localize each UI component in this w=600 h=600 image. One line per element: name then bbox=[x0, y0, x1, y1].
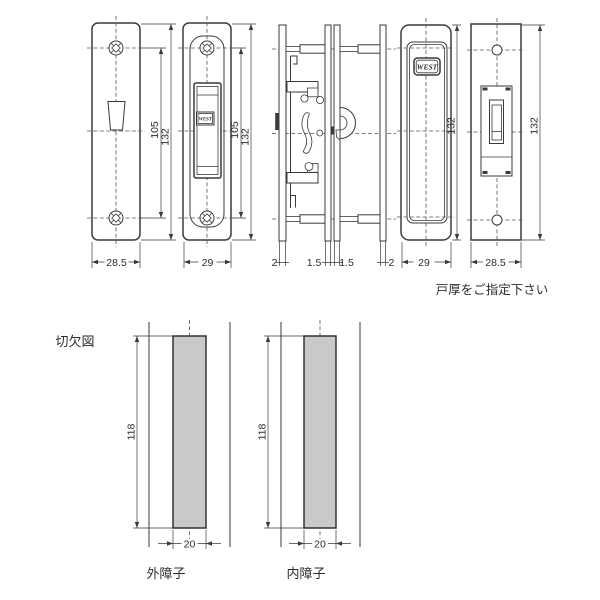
extension-lines bbox=[279, 241, 386, 266]
dim-inner-cutout-height: 118 bbox=[256, 423, 268, 440]
width-dim-lines bbox=[158, 530, 221, 549]
cutout-inner-sash: 118 20 内障子 bbox=[256, 320, 361, 581]
door-thickness-note: 戸厚をご指定下さい bbox=[436, 282, 549, 297]
sash-edge-lines bbox=[280, 322, 361, 547]
cutout-outer-sash: 118 20 外障子 bbox=[125, 320, 231, 581]
outer-plate-view: 105 132 28.5 bbox=[87, 16, 176, 269]
dim-outer-plate-screw-pitch: 105 bbox=[149, 121, 161, 139]
width-dim-lines bbox=[401, 242, 452, 268]
left-door-plate bbox=[278, 24, 287, 242]
cross-section-view: 2 1.5 1.5 2 bbox=[272, 24, 396, 269]
recess-outline bbox=[189, 35, 225, 228]
dim-receiver-plate-height: 132 bbox=[528, 117, 540, 135]
receiver-plate-view: 132 28.5 bbox=[467, 18, 545, 269]
dim-latch-plate-screw-pitch: 105 bbox=[229, 121, 241, 139]
sash-edge-lines bbox=[148, 322, 231, 547]
dim-latch-plate-width: 29 bbox=[202, 257, 214, 269]
case-hole-1 bbox=[300, 94, 309, 103]
dimension-lines bbox=[160, 24, 172, 240]
width-dim-lines bbox=[470, 242, 522, 268]
cover-plate-view: WEST 132 29 bbox=[397, 18, 461, 269]
mounting-screw-top bbox=[285, 44, 381, 54]
lock-case bbox=[286, 55, 324, 208]
inner-sash-label: 内障子 bbox=[286, 566, 325, 581]
extension-lines bbox=[522, 24, 545, 241]
cam-slot bbox=[301, 112, 313, 154]
cutout-diagram: 切欠図 118 20 外障子 118 20 内障子 bbox=[55, 320, 361, 581]
pivot-hole bbox=[316, 129, 324, 137]
dim-receiver-plate-width: 28.5 bbox=[485, 257, 506, 269]
hole-bottom bbox=[491, 214, 503, 226]
extension-lines bbox=[141, 23, 176, 241]
hook-bolt bbox=[335, 106, 356, 141]
screw-bottom-icon bbox=[108, 210, 124, 226]
receiver-mechanism bbox=[480, 85, 513, 177]
screw-top-icon bbox=[199, 40, 215, 56]
dim-inner-cutout-width: 20 bbox=[314, 538, 326, 550]
case-hole-2 bbox=[315, 96, 324, 105]
height-dim-lines bbox=[264, 335, 304, 529]
dim-left-thickness: 2 bbox=[272, 257, 278, 269]
extension-lines bbox=[232, 23, 256, 241]
screw-bottom-icon bbox=[199, 210, 215, 226]
strike-nub-mid bbox=[330, 126, 335, 135]
dim-latch-plate-height: 132 bbox=[239, 128, 251, 146]
cutout-title: 切欠図 bbox=[55, 334, 94, 349]
dim-cover-plate-height: 132 bbox=[445, 117, 457, 135]
west-badge: WEST bbox=[413, 57, 441, 76]
height-dim-lines bbox=[133, 335, 173, 529]
width-dim-lines bbox=[183, 242, 232, 268]
latch-plate-view: WEST 105 132 29 bbox=[178, 16, 256, 269]
dim-outer-cutout-height: 118 bbox=[125, 423, 137, 440]
mounting-screw-bottom bbox=[285, 214, 381, 224]
brand-text-small: WEST bbox=[199, 118, 213, 123]
dim-outer-plate-width: 28.5 bbox=[106, 257, 127, 269]
dim-mid-right-thickness: 1.5 bbox=[339, 257, 354, 269]
cutout-area-outer bbox=[172, 335, 207, 529]
mid-plate-left bbox=[324, 24, 332, 242]
outer-sash-label: 外障子 bbox=[146, 566, 185, 581]
cutout-area-inner bbox=[303, 335, 337, 529]
strike-nub-left bbox=[275, 113, 279, 130]
case-hole-3 bbox=[304, 162, 314, 171]
west-badge-small bbox=[196, 111, 215, 126]
brand-text: WEST bbox=[417, 63, 438, 72]
hole-top bbox=[491, 44, 503, 56]
slider bbox=[489, 99, 504, 144]
dimension-lines bbox=[240, 24, 252, 240]
dim-right-thickness: 2 bbox=[389, 257, 395, 269]
width-dim-lines bbox=[289, 530, 351, 549]
latch-lever: WEST bbox=[193, 82, 222, 179]
dim-outer-cutout-width: 20 bbox=[184, 538, 196, 550]
dim-cover-plate-width: 29 bbox=[418, 257, 430, 269]
screw-top-icon bbox=[108, 40, 124, 56]
centerlines-horizontal bbox=[397, 47, 455, 218]
dim-outer-plate-height: 132 bbox=[159, 128, 171, 146]
width-dim-lines bbox=[91, 242, 141, 268]
thumb-turn bbox=[107, 101, 126, 131]
right-door-plate bbox=[379, 24, 387, 242]
dim-mid-left-thickness: 1.5 bbox=[307, 257, 322, 269]
extension-lines bbox=[452, 24, 461, 241]
